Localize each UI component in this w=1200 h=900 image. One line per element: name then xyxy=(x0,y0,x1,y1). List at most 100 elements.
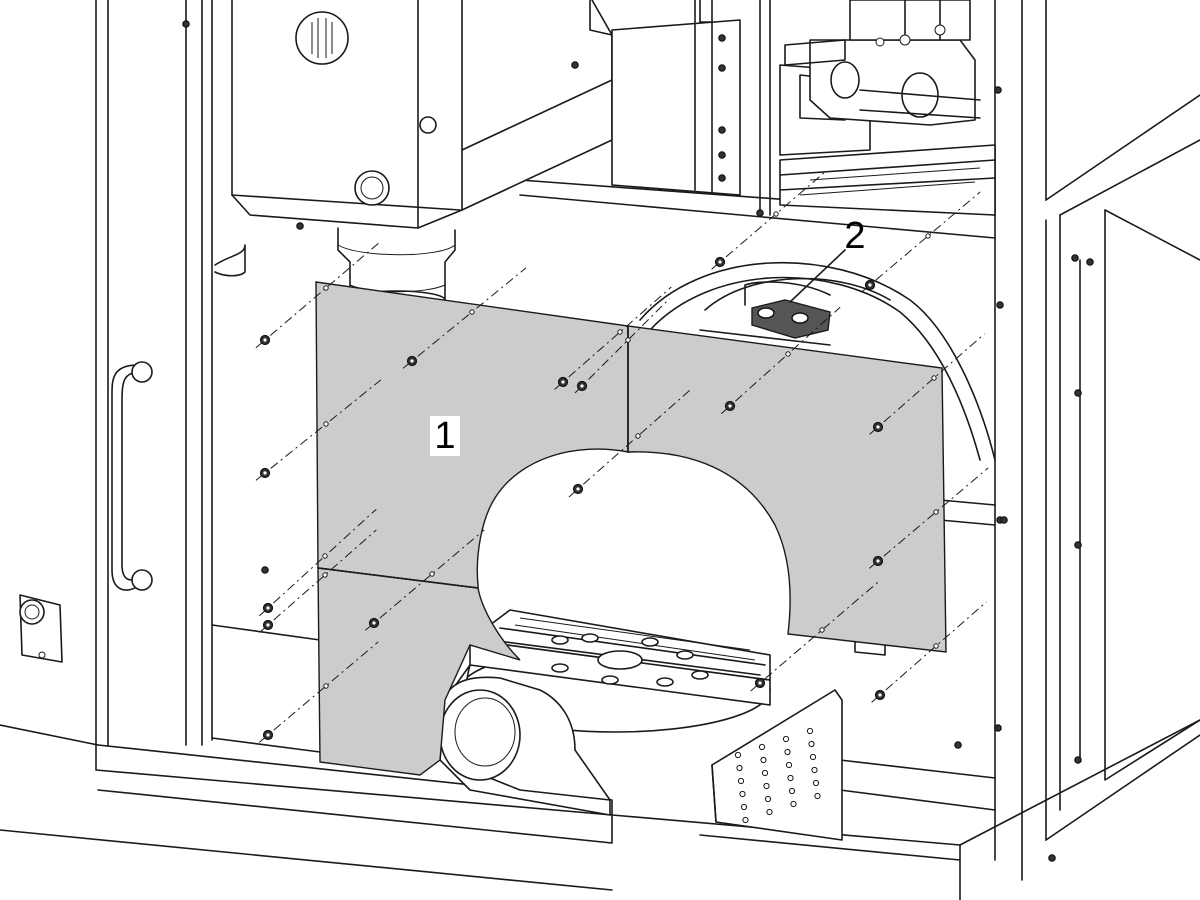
plate-hole xyxy=(814,792,821,800)
plate-hole xyxy=(766,808,773,816)
panel-hole xyxy=(322,553,328,559)
fastener-axis xyxy=(871,601,987,703)
panel-hole xyxy=(819,627,825,633)
fastener-axis xyxy=(259,529,377,633)
panel-left-upper xyxy=(315,281,629,589)
plate-hole xyxy=(784,748,791,756)
panel-hole xyxy=(323,285,329,291)
frame-bolt xyxy=(1000,516,1008,524)
fastener-axis xyxy=(568,387,693,498)
plate-hole xyxy=(782,735,790,743)
panel-hole xyxy=(933,643,939,649)
fastener-axis xyxy=(554,286,672,390)
panel-hole xyxy=(323,683,329,689)
screw-socket xyxy=(372,621,376,625)
frame-bolt xyxy=(718,151,726,159)
fastener-axis xyxy=(711,170,827,270)
plate-hole xyxy=(740,803,748,811)
panel-hole xyxy=(323,421,329,427)
rotary-table xyxy=(439,261,996,816)
fastener-axis xyxy=(255,240,382,349)
panel-left-lower xyxy=(317,567,521,776)
fastener-axis xyxy=(574,298,670,394)
perforated-plate xyxy=(711,689,843,841)
screw-socket xyxy=(266,733,270,737)
front-cover-panels xyxy=(315,281,947,776)
frame-bolt xyxy=(1074,541,1082,549)
frame-bolt xyxy=(182,20,190,28)
plate-hole xyxy=(788,787,796,795)
panel-hole xyxy=(469,309,475,315)
frame-bolt xyxy=(718,64,726,72)
tool-changer-mechanism xyxy=(611,0,996,216)
fastener-axis xyxy=(720,306,841,415)
plate-hole xyxy=(806,727,814,735)
panel-hole xyxy=(931,375,937,381)
plate-hole xyxy=(785,761,793,769)
panel-hole xyxy=(925,233,931,239)
frame-bolt xyxy=(1086,258,1094,266)
plate-hole xyxy=(811,766,818,774)
screw-socket xyxy=(868,283,872,287)
panel-right xyxy=(627,325,947,653)
frame-bolt xyxy=(994,724,1002,732)
fastener-axis xyxy=(750,581,879,692)
screw-socket xyxy=(728,404,732,408)
panel-hole xyxy=(773,211,779,217)
fastener-axis xyxy=(860,191,981,293)
frame-bolt xyxy=(718,34,726,42)
panel-hole xyxy=(785,351,791,357)
screw-socket xyxy=(580,384,584,388)
fastener-axis xyxy=(364,529,485,631)
plate-hole xyxy=(812,779,820,787)
frame-bolt xyxy=(1074,756,1082,764)
plate-hole xyxy=(761,769,769,777)
frame-bolt xyxy=(571,61,579,69)
frame-bolt xyxy=(718,126,726,134)
frame-bolt xyxy=(1074,389,1082,397)
panel-hole xyxy=(625,337,631,343)
callout-2-leader xyxy=(789,249,846,303)
plate-hole xyxy=(760,756,767,764)
screw-socket xyxy=(576,487,580,491)
frame-bolt xyxy=(718,174,726,182)
callout-label-panel: 1 xyxy=(430,416,460,456)
plate-hole xyxy=(764,795,772,803)
plate-hole xyxy=(737,777,745,785)
screw-socket xyxy=(718,260,722,264)
rear-bracket xyxy=(699,281,831,346)
fastener-axis xyxy=(402,267,527,369)
plate-hole xyxy=(763,782,770,790)
switch-plate xyxy=(19,594,63,663)
panel-fasteners xyxy=(182,20,1094,862)
panel-hole xyxy=(933,509,939,515)
frame-bolt xyxy=(1048,854,1056,862)
plate-hole xyxy=(739,790,746,798)
fastener-axis xyxy=(258,641,379,743)
screw-socket xyxy=(758,681,762,685)
plate-hole xyxy=(808,740,815,748)
screw-socket xyxy=(263,471,267,475)
fastener-axis xyxy=(868,467,989,569)
screw-socket xyxy=(266,623,270,627)
plate-hole xyxy=(787,774,794,782)
screw-socket xyxy=(876,559,880,563)
frame-bolt xyxy=(994,86,1002,94)
door-handle xyxy=(111,361,153,591)
screw-socket xyxy=(876,425,880,429)
frame-bolt xyxy=(756,209,764,217)
frame-bolt xyxy=(296,222,304,230)
plate-hole xyxy=(809,753,817,761)
callout-label-bracket: 2 xyxy=(844,215,866,257)
frame-bolt xyxy=(996,301,1004,309)
plate-hole xyxy=(736,764,743,772)
screw-socket xyxy=(263,338,267,342)
frame-bolt xyxy=(1071,254,1079,262)
fastener-axis xyxy=(259,508,377,617)
screw-socket xyxy=(410,359,414,363)
fastener-axis xyxy=(869,333,985,435)
plate-hole xyxy=(758,743,766,751)
panel-hole xyxy=(635,433,641,439)
frame-bolt xyxy=(261,566,269,574)
